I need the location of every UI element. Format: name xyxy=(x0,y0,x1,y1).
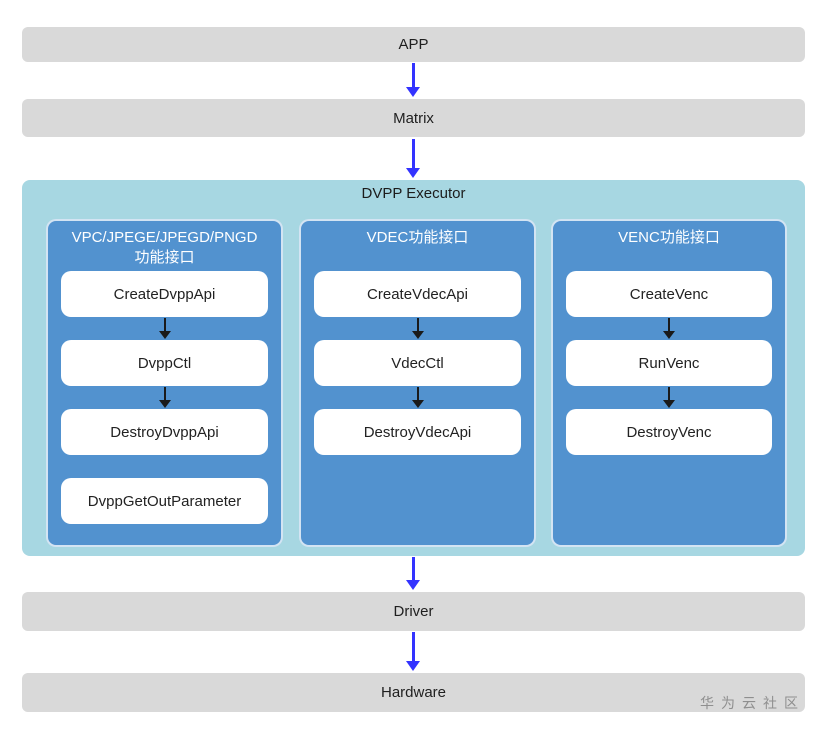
api-box-createdvppapi: CreateDvppApi xyxy=(61,271,268,317)
layer-matrix: Matrix xyxy=(22,99,805,137)
down-arrow-icon xyxy=(406,632,421,671)
api-box-createvdecapi: CreateVdecApi xyxy=(314,271,521,317)
api-box-dvppgetoutparameter: DvppGetOutParameter xyxy=(61,478,268,524)
down-arrow-icon xyxy=(663,318,675,339)
column-venc: VENC功能接口 CreateVenc RunVenc DestroyVenc xyxy=(551,219,787,547)
api-box-label: DvppCtl xyxy=(137,354,192,372)
down-arrow-icon xyxy=(158,318,171,339)
column-vdec-title: VDEC功能接口 xyxy=(366,229,469,246)
down-arrow-icon xyxy=(406,63,421,97)
down-arrow-icon xyxy=(411,387,424,408)
huawei-cloud-community-watermark: 华为云社区 xyxy=(700,695,805,711)
down-arrow-icon xyxy=(158,387,171,408)
down-arrow-icon xyxy=(663,387,675,408)
layer-driver: Driver xyxy=(22,592,805,631)
down-arrow-icon xyxy=(411,318,424,339)
column-venc-title: VENC功能接口 xyxy=(618,229,720,246)
api-box-label: DestroyVdecApi xyxy=(363,423,472,441)
column-vpc-jpege-jpegd-pngd: VPC/JPEGE/JPEGD/PNGD 功能接口 CreateDvppApi … xyxy=(46,219,283,547)
api-box-label: CreateDvppApi xyxy=(113,285,216,303)
layer-driver-label: Driver xyxy=(393,603,434,620)
api-box-dvppctl: DvppCtl xyxy=(61,340,268,386)
down-arrow-icon xyxy=(406,557,421,590)
api-box-label: DvppGetOutParameter xyxy=(87,492,242,510)
layer-app: APP xyxy=(22,27,805,62)
api-box-label: DestroyVenc xyxy=(626,423,712,441)
api-box-destroyvdecapi: DestroyVdecApi xyxy=(314,409,521,455)
api-box-label: CreateVdecApi xyxy=(367,285,468,303)
layer-hardware-label: Hardware xyxy=(380,684,447,701)
api-box-destroydvppapi: DestroyDvppApi xyxy=(61,409,268,455)
layer-app-label: APP xyxy=(398,36,429,53)
api-box-label: RunVenc xyxy=(638,354,700,372)
down-arrow-icon xyxy=(406,139,421,178)
api-box-runvenc: RunVenc xyxy=(566,340,772,386)
layer-hardware: Hardware xyxy=(22,673,805,712)
dvpp-executor-title: DVPP Executor xyxy=(361,185,466,202)
api-box-destroyvenc: DestroyVenc xyxy=(566,409,772,455)
column-vdec: VDEC功能接口 CreateVdecApi VdecCtl DestroyVd… xyxy=(299,219,536,547)
api-box-label: VdecCtl xyxy=(391,354,444,372)
api-box-createvenc: CreateVenc xyxy=(566,271,772,317)
api-box-label: DestroyDvppApi xyxy=(110,423,219,441)
api-box-vdecctl: VdecCtl xyxy=(314,340,521,386)
dvpp-executor-container: DVPP Executor VPC/JPEGE/JPEGD/PNGD 功能接口 … xyxy=(22,180,805,556)
column-vpc-title-line1: VPC/JPEGE/JPEGD/PNGD xyxy=(71,229,258,246)
api-box-label: CreateVenc xyxy=(629,285,709,303)
column-vpc-title-line2: 功能接口 xyxy=(134,248,195,266)
layer-matrix-label: Matrix xyxy=(393,109,434,127)
column-vpc-title: VPC/JPEGE/JPEGD/PNGD 功能接口 xyxy=(48,228,281,267)
